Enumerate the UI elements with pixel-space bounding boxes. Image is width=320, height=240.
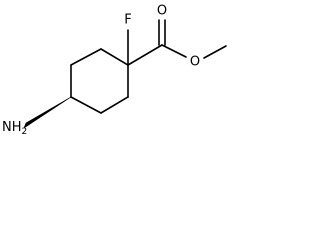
fluorine-label: F <box>124 13 131 28</box>
chemical-structure: F O O NH2 <box>2 4 227 137</box>
ring-bond <box>70 48 102 66</box>
carbonyl-oxygen-label: O <box>157 4 167 19</box>
amine-wedge-bond <box>23 96 72 129</box>
amine-label: NH2 <box>2 120 27 137</box>
amine-nh-text: NH <box>2 120 22 135</box>
ring-bond <box>100 48 129 66</box>
amine-subscript: 2 <box>22 127 28 137</box>
ester-single-bond <box>161 44 187 58</box>
cyclohexane-ring <box>70 48 129 114</box>
ring-bond <box>70 96 102 114</box>
c-carbonyl-bond <box>127 44 163 66</box>
ester-oxygen-label: O <box>190 55 200 70</box>
methyl-bond <box>203 45 227 59</box>
ring-bond <box>100 96 129 114</box>
